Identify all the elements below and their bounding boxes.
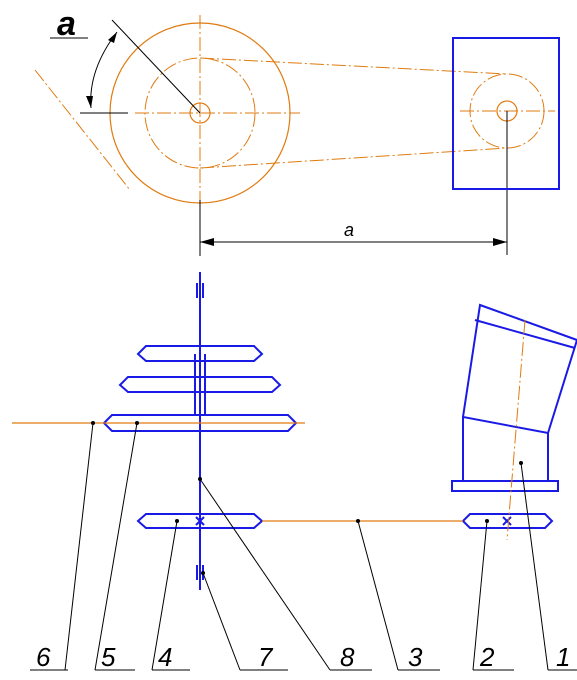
lower-pulley: [136, 513, 264, 529]
angle-arrow-bottom: [86, 96, 93, 108]
belt-top: [199, 57, 508, 75]
svg-text:1: 1: [556, 642, 570, 672]
motor-body: [461, 303, 577, 435]
svg-text:7: 7: [258, 642, 274, 672]
svg-text:6: 6: [36, 642, 51, 672]
angle-arc: [90, 31, 118, 109]
svg-text:8: 8: [340, 642, 355, 672]
motor-foot: [451, 480, 559, 492]
dimension-arrow-right: [493, 238, 507, 246]
belt-drive-top-view: a a: [34, 5, 560, 256]
dimension-arrow-left: [200, 238, 214, 246]
kinematic-scheme: [12, 272, 577, 590]
incline-line: [34, 69, 131, 191]
belt-bottom: [199, 147, 508, 169]
svg-text:3: 3: [408, 642, 423, 672]
pulley-step-top: [136, 345, 264, 362]
svg-text:4: 4: [158, 642, 172, 672]
svg-text:5: 5: [101, 642, 116, 672]
motor-stripe: [474, 319, 576, 349]
callout-6: 6: [30, 421, 95, 672]
lower-pulley-cross-2: [195, 516, 205, 526]
callout-4: 4: [151, 519, 190, 672]
motor-axis: [506, 319, 526, 541]
angle-label: a: [57, 5, 76, 43]
callout-7: 7: [201, 571, 288, 672]
callout-8: 8: [198, 477, 372, 672]
callouts: 6 5 4 7 8 3: [30, 421, 577, 672]
dimension-label: a: [344, 220, 354, 240]
motor-frame: [452, 37, 560, 190]
motor-pulley-cross-2: [502, 516, 512, 526]
angle-arm: [111, 19, 201, 114]
callout-3: 3: [356, 519, 440, 672]
svg-text:2: 2: [479, 642, 495, 672]
callout-5: 5: [94, 421, 139, 672]
pulley-step-middle: [118, 376, 282, 393]
callout-1: 1: [519, 461, 577, 672]
angle-arrow-top: [108, 32, 117, 43]
callout-2: 2: [472, 519, 514, 672]
